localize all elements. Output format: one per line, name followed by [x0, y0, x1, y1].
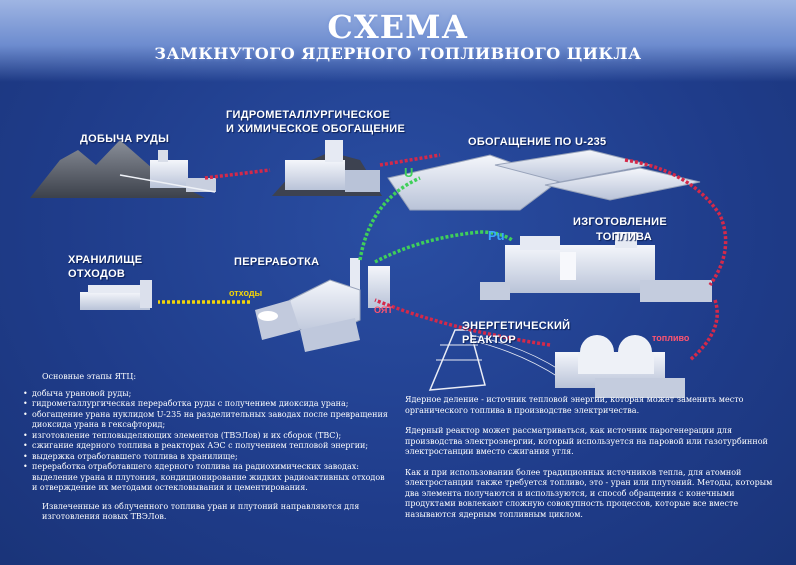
stage-step: сжигание ядерного топлива в реакторах АЭ… — [23, 441, 392, 452]
stage-step: изготовление тепловыделяющих элементов (… — [23, 431, 392, 442]
flow-label-fuel: топливо — [652, 333, 690, 343]
reprocessing-plant-illustration — [255, 258, 390, 352]
stage-label-hydromet-line1: ГИДРОМЕТАЛЛУРГИЧЕСКОЕ — [226, 109, 391, 121]
flow-reprocessing-uranium — [358, 176, 421, 261]
stage-label-fuel-line1: ИЗГОТОВЛЕНИЕ — [573, 216, 667, 228]
flow-label-spent-fuel: ОЯТ — [374, 305, 393, 315]
reactor-plant-illustration — [428, 329, 685, 398]
stages-heading: Основные этапы ЯТЦ: — [42, 372, 137, 381]
fuel-fabrication-illustration — [480, 232, 712, 302]
page-subtitle: ЗАМКНУТОГО ЯДЕРНОГО ТОПЛИВНОГО ЦИКЛА — [154, 44, 642, 63]
flow-enrichment-to-fuel — [624, 158, 728, 287]
flow-arrows — [158, 153, 728, 362]
flow-label-waste: отходы — [229, 288, 263, 298]
stage-step: добыча урановой руды; — [23, 389, 392, 400]
flow-mining-to-hydromet — [204, 168, 271, 180]
stage-label-reprocessing: ПЕРЕРАБОТКА — [234, 256, 320, 268]
stage-label-reactor-line2: РЕАКТОР — [462, 334, 517, 346]
mining-site-illustration — [30, 140, 216, 198]
stages-footer: Извлеченные из облученного топлива уран … — [42, 501, 360, 522]
explanation-paragraph-3: Как и при использовании более традиционн… — [405, 467, 773, 519]
enrichment-plant-illustration — [387, 149, 701, 211]
title-band — [0, 0, 796, 82]
stage-label-storage-line1: ХРАНИЛИЩЕ — [68, 254, 143, 266]
stage-label-reactor-line1: ЭНЕРГЕТИЧЕСКИЙ — [462, 320, 571, 332]
page-title: СХЕМА — [327, 8, 469, 46]
stage-step: обогащение урана нуклидом U-235 на разде… — [23, 410, 392, 431]
hydromet-plant-illustration — [272, 140, 382, 196]
stage-step: переработка отработавшего ядерного топли… — [23, 462, 392, 494]
stages-text-block: Основные этапы ЯТЦ: добыча урановой руды… — [22, 372, 392, 529]
waste-storage-illustration — [80, 280, 152, 310]
stage-step: выдержка отработавшего топлива в хранили… — [23, 452, 392, 463]
explanation-text-block: Ядерное деление - источник тепловой энер… — [405, 395, 775, 526]
stage-label-fuel-line2: ТОПЛИВА — [596, 231, 652, 243]
flow-label-uranium: U — [404, 165, 414, 180]
stage-step: гидрометаллургическая переработка руды с… — [23, 399, 392, 410]
flow-fuel-to-reactor — [688, 299, 719, 362]
stage-label-mining: ДОБЫЧА РУДЫ — [80, 133, 170, 145]
stage-label-enrichment: ОБОГАЩЕНИЕ ПО U-235 — [468, 136, 607, 148]
explanation-paragraph-2: Ядерный реактор может рассматриваться, к… — [405, 426, 768, 456]
stage-label-storage-line2: ОТХОДОВ — [68, 268, 126, 280]
flow-reactor-to-reprocessing — [374, 298, 551, 347]
flow-reprocessing-plutonium — [374, 230, 513, 264]
flow-hydromet-to-enrichment — [379, 153, 441, 167]
flow-label-plutonium: Pu — [488, 228, 505, 243]
stage-label-hydromet-line2: И ХИМИЧЕСКОЕ ОБОГАЩЕНИЕ — [226, 123, 406, 135]
stages-list: добыча урановой руды; гидрометаллургичес… — [22, 389, 392, 494]
explanation-paragraph-1: Ядерное деление - источник тепловой энер… — [405, 395, 744, 415]
